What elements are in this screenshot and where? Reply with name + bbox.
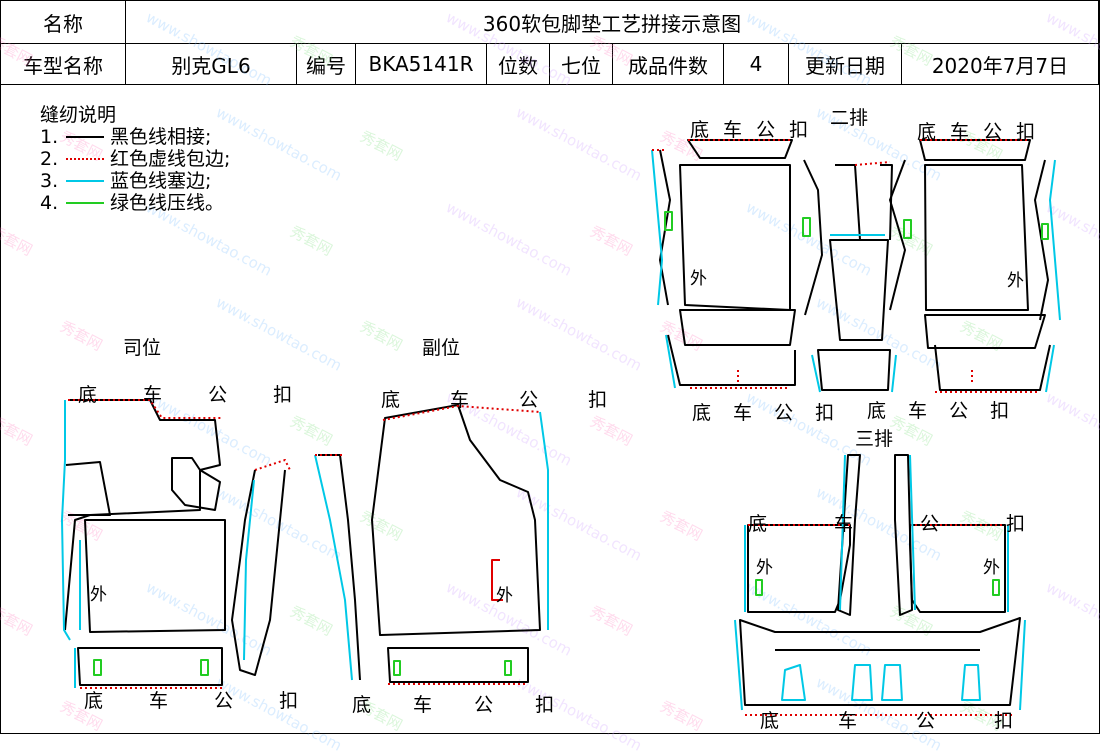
legend-item-cyan: 3. 蓝色线塞边; [40,170,212,192]
row2-right-top-snap-label: 底 车 公 扣 [917,121,1040,143]
passenger-section-label: 副位 [422,337,461,359]
car-model-label-cell: 车型名称 [0,43,126,85]
row3-section-label: 三排 [855,428,894,450]
car-model-cell: 别克GL6 [125,43,297,85]
row3-right-outer-label: 外 [983,558,1000,578]
header-table: 名称 360软包脚垫工艺拼接示意图 车型名称 别克GL6 编号 BKA5141R… [0,0,1099,85]
driver-top-snap-label: 底 车 公 扣 [78,384,313,406]
row3-top-snap-label: 底 车 公 扣 [748,513,1050,535]
legend-item-red: 2. 红色虚线包边; [40,148,231,170]
legend-item-green: 4. 绿色线压线。 [40,192,225,214]
legend-item-black: 1. 黑色线相接; [40,126,212,148]
row2-section-label: 二排 [830,107,869,129]
pieces-label-cell: 成品件数 [612,43,724,85]
legend-title: 缝纫说明 [40,104,117,126]
code-cell: BKA5141R [355,43,487,85]
driver-outer-label: 外 [90,585,107,605]
driver-bottom-snap-label: 底 车 公 扣 [84,690,319,712]
title-cell: 360软包脚垫工艺拼接示意图 [125,0,1099,44]
row2-right-bottom-snap-label: 底 车 公 扣 [867,400,1018,422]
legend-swatch-cyan [66,180,104,182]
row3-mats [734,454,1026,716]
row2-left-top-snap-label: 底 车 公 扣 [690,119,813,141]
legend-swatch-red [66,158,104,160]
row2-left-bottom-snap-label: 底 车 公 扣 [692,402,843,424]
seat-label-cell: 位数 [486,43,550,85]
row3-bottom-snap-label: 底 车 公 扣 [760,710,1034,732]
pieces-value-cell: 4 [723,43,789,85]
passenger-top-snap-label: 底 车 公 扣 [381,389,630,411]
passenger-bottom-snap-label: 底 车 公 扣 [352,694,573,716]
sewing-legend: 缝纫说明 1. 黑色线相接; 2. 红色虚线包边; 3. 蓝色线塞边; 4. 绿… [40,104,230,214]
pattern-pieces [61,139,1061,716]
driver-mat [61,399,291,689]
legend-swatch-black [66,136,104,138]
row2-right-outer-label: 外 [1007,271,1024,291]
row3-left-outer-label: 外 [756,558,773,578]
date-value-cell: 2020年7月7日 [901,43,1099,85]
row2-mats [651,139,1061,393]
legend-swatch-green [66,202,104,204]
passenger-outer-label: 外 [496,586,513,606]
seat-value-cell: 七位 [549,43,613,85]
date-label-cell: 更新日期 [788,43,902,85]
driver-section-label: 司位 [123,337,162,359]
code-label-cell: 编号 [296,43,356,85]
passenger-mat [314,404,549,685]
row2-left-outer-label: 外 [690,269,707,289]
